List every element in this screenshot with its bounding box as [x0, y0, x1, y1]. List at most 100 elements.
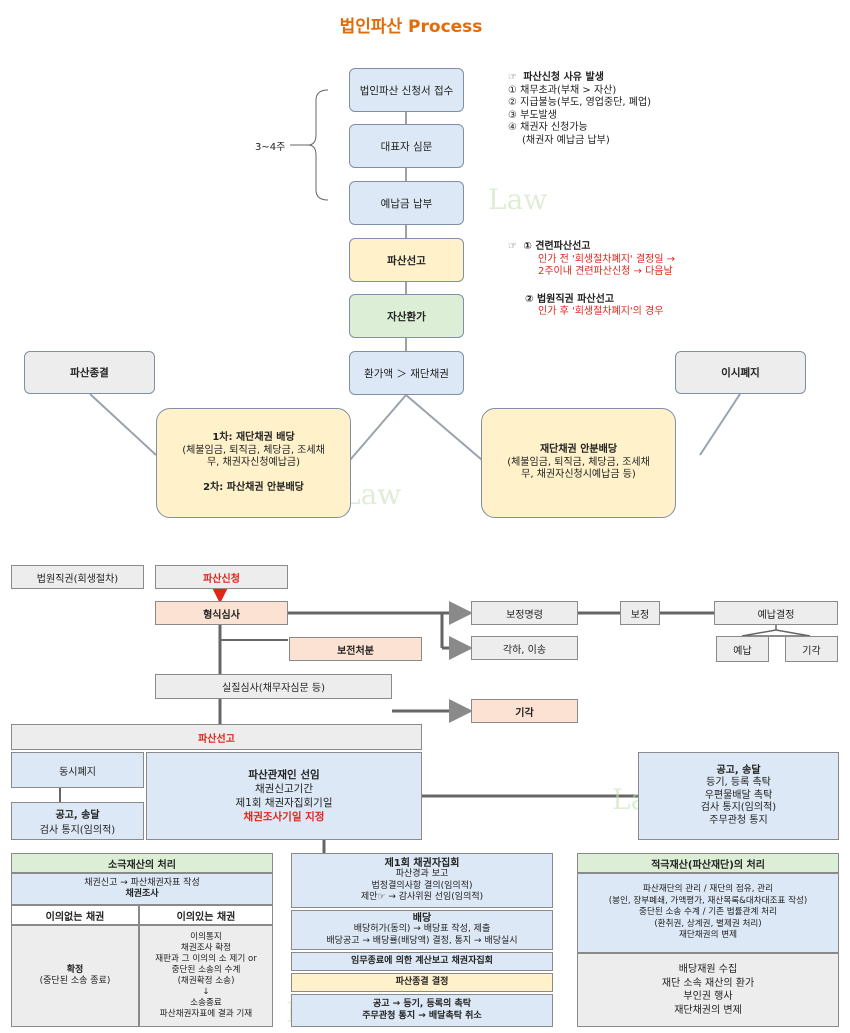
active-upper-line: (환취권, 상계권, 별제권 처리): [654, 918, 762, 929]
active-upper-line: (봉인, 장부폐쇄, 가액평가, 재산목록&대차대조표 작성): [608, 895, 808, 906]
active-header: 적극재산(파산재단)의 처리: [577, 853, 839, 873]
cause-note: ☞ 파산신청 사유 발생 ① 채무초과(부채 > 자산) ② 지급불능(부도, …: [508, 72, 808, 147]
active-lower-line: 부인권 행사: [683, 991, 733, 1002]
claim-box: 채권신고 → 파산채권자표 작성 채권조사: [11, 873, 273, 905]
prepay-decision-box: 예납결정: [714, 601, 838, 625]
dividend-line: 배당공고 → 배당률(배당액) 결정, 통지 → 배당실시: [326, 935, 518, 946]
dismiss-box: 각하, 이송: [471, 636, 578, 660]
cause-heading: 파산신청 사유 발생: [523, 72, 604, 83]
declaration-banner: 파산선고: [11, 724, 422, 750]
active-upper-box: 파산재단의 관리 / 재단의 점유, 관리 (봉인, 장부폐쇄, 가액평가, 재…: [577, 873, 839, 953]
watermark-logo: Law: [342, 478, 402, 511]
flow-step-comparison: 환가액 ＞ 재단채권: [349, 351, 464, 395]
pointer-icon: ☞: [508, 241, 517, 252]
objection-line: 파산채권자표에 결과 기재: [159, 1009, 253, 1019]
substantive-review-box: 실질심사(채무자심문 등): [155, 674, 392, 699]
meeting-line: 파산경과 보고: [395, 869, 449, 879]
simultaneous-abolition-box: 동시폐지: [11, 752, 144, 788]
trustee-box: 파산관재인 선임 채권신고기간 제1회 채권자집회기일 채권조사기일 지정: [146, 752, 422, 840]
duration-label: 3~4주: [255, 142, 286, 153]
active-upper-line: 중단된 소송 수계 / 기존 법률관계 처리: [639, 907, 777, 918]
objection-line: 소송종료: [190, 998, 222, 1008]
cause-item: ③ 부도발생: [508, 109, 557, 121]
left-end-box: 파산종결: [24, 351, 155, 394]
active-upper-line: 재단채권의 변제: [678, 930, 738, 941]
flow-step-application: 법인파산 신청서 접수: [349, 68, 464, 112]
confirm-line1: 확정: [66, 964, 84, 975]
notice-right-box: 공고, 송달 등기, 등록 촉탁 우편물배달 촉탁 검사 통지(임의적) 주무관…: [638, 752, 839, 840]
close-decision-box: 파산종결 결정: [291, 973, 553, 992]
claim-line2: 채권조사: [125, 889, 159, 899]
active-lower-box: 배당재원 수집 재단 소속 재산의 환가 부인권 행사 재단채권의 변제: [577, 953, 839, 1027]
declare-heading-1: ① 견련파산선고: [523, 241, 591, 252]
trustee-line2: 채권신고기간: [255, 783, 313, 795]
dividend-box: 배당 배당허가(동의) → 배당표 작성, 제출 배당공고 → 배당률(배당액)…: [291, 910, 553, 950]
trustee-line1: 파산관재인 선임: [248, 769, 320, 781]
declaration-note: ☞ ① 견련파산선고 인가 전 '회생절차폐지' 결정일 → 2주이내 견련파산…: [508, 241, 808, 319]
trustee-line3: 제1회 채권자집회기일: [235, 797, 333, 809]
left-dist-line1: 1차: 재단채권 배당: [212, 432, 295, 443]
right-dist-line3: 무, 채권자신청시예납금 등): [521, 469, 636, 481]
active-upper-line: 파산재단의 관리 / 재단의 점유, 관리: [643, 884, 773, 895]
active-lower-line: 재단 소속 재산의 환가: [661, 977, 755, 989]
final-notice-line1: 공고 → 등기, 등록의 촉탁: [372, 999, 471, 1009]
first-meeting-title: 제1회 채권자집회: [384, 857, 460, 869]
correction-order-box: 보정명령: [471, 601, 578, 625]
right-end-box: 이시폐지: [675, 351, 806, 394]
flow-step-liquidation: 자산환가: [349, 294, 464, 338]
objection-line: 중단된 소송의 수계: [171, 965, 241, 975]
confirm-line2: (중단된 소송 종료): [39, 976, 111, 986]
preservation-box: 보전처분: [289, 637, 422, 661]
objection-line: (채권확정 소송): [177, 976, 235, 986]
right-dist-line2: (체불임금, 퇴직금, 체당금, 조세채: [507, 456, 650, 468]
final-notice-line2: 주무관청 통지 → 배달촉탁 취소: [362, 1010, 482, 1021]
meeting-line: 법정결의사항 결의(임의적): [371, 880, 473, 891]
col-no-objection: 이의없는 채권: [11, 905, 139, 925]
left-dist-line3: 무, 채권자신청예납금): [206, 457, 301, 468]
left-dist-line2: (체불임금, 퇴직금, 체당금, 조세채: [182, 444, 325, 456]
left-dist-line4: 2차: 파산채권 안분배당: [203, 481, 304, 493]
reject-2-box: 기각: [471, 699, 578, 723]
declare-red-2: 2주이내 견련파산신청 → 다음날: [538, 266, 673, 277]
notice-left-line1: 공고, 송달: [55, 810, 100, 821]
notice-left-line2: 검사 통지(임의적): [39, 825, 116, 836]
cause-item: (채권자 예납금 납부): [522, 134, 610, 146]
notice-right-line2: 등기, 등록 촉탁: [706, 777, 771, 789]
page-title: 법인파산 Process: [339, 17, 483, 37]
notice-right-line4: 검사 통지(임의적): [700, 802, 777, 814]
arrow-down-icon: ↓: [202, 987, 210, 997]
right-distribution-box: 재단채권 안분배당 (체불임금, 퇴직금, 체당금, 조세채 무, 채권자신청시…: [481, 408, 676, 518]
objection-body: 이의통지 채권조사 확정 재판과 그 이의의 소 제기 or 중단된 소송의 수…: [139, 925, 273, 1027]
right-dist-line1: 재단채권 안분배당: [539, 444, 618, 456]
notice-right-line5: 주무관청 통지: [709, 814, 768, 826]
cause-item: ② 지급불능(부도, 영업중단, 폐업): [508, 97, 652, 108]
flow-step-declaration: 파산선고: [349, 238, 464, 282]
prepay-box: 예납: [716, 636, 769, 662]
objection-line: 재판과 그 이의의 소 제기 or: [155, 954, 257, 964]
notice-left-box: 공고, 송달 검사 통지(임의적): [11, 802, 144, 840]
meeting-line: 제안☞ → 감사위원 선임(임의적): [360, 892, 484, 902]
first-meeting-box: 제1회 채권자집회 파산경과 보고 법정결의사항 결의(임의적) 제안☞ → 감…: [291, 853, 553, 908]
declare-heading-2: ② 법원직권 파산선고: [525, 293, 615, 305]
notice-right-line1: 공고, 송달: [716, 764, 761, 776]
claim-line1: 채권신고 → 파산채권자표 작성: [84, 877, 200, 888]
col-objection: 이의있는 채권: [139, 905, 273, 925]
application-box: 파산신청: [155, 565, 288, 589]
left-distribution-box: 1차: 재단채권 배당 (체불임금, 퇴직금, 체당금, 조세채 무, 채권자신…: [156, 408, 351, 518]
passive-header: 소극재산의 처리: [11, 853, 273, 873]
notice-right-line3: 우편물배달 촉탁: [704, 789, 773, 801]
cause-item: ④ 채권자 신청가능: [508, 122, 588, 133]
formal-review-box: 형식심사: [155, 601, 288, 625]
no-objection-body: 확정 (중단된 소송 종료): [11, 925, 139, 1027]
objection-line: 이의통지: [190, 932, 222, 942]
dividend-title: 배당: [412, 912, 432, 924]
active-lower-line: 배당재원 수집: [678, 964, 738, 975]
correction-box: 보정: [620, 601, 660, 625]
flow-step-prepayment: 예납금 납부: [349, 181, 464, 225]
flow-step-hearing: 대표자 심문: [349, 124, 464, 168]
declare-red-1: 인가 전 '회생절차폐지' 결정일 →: [538, 253, 675, 265]
active-lower-line: 재단채권의 변제: [674, 1004, 742, 1016]
watermark-logo: Law: [488, 183, 548, 216]
objection-line: 채권조사 확정: [180, 943, 232, 953]
